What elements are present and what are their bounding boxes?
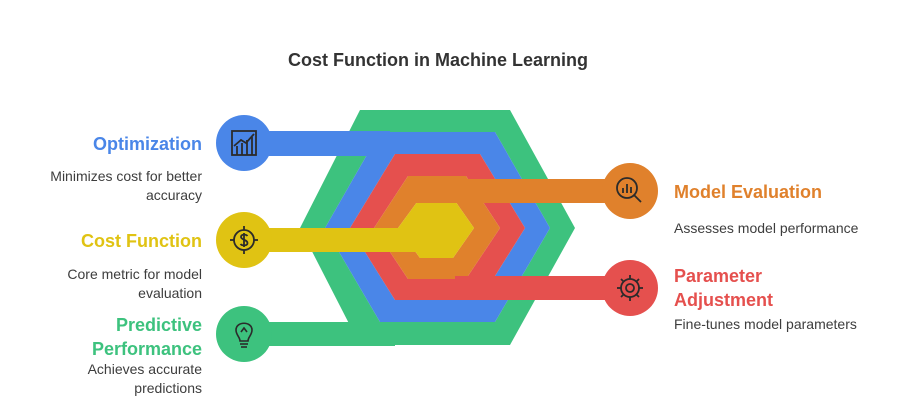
lightbulb-icon [235,322,253,348]
predictive-performance-connector [244,322,395,346]
optimization-heading: Optimization [93,134,202,154]
cost-function-heading: Cost Function [81,231,202,251]
model-evaluation-connector [410,179,630,203]
model-evaluation-heading: Model Evaluation [674,182,823,202]
predictive-performance-circle [216,306,272,362]
cost-function-description: Core metric for model evaluation [67,266,202,301]
cost-function-connector [244,228,430,252]
predictive-performance-heading: Predictive Performance [91,315,202,359]
diagram-title: Cost Function in Machine Learning [287,50,588,70]
parameter-adjustment-heading: Parameter Adjustment [674,266,773,310]
parameter-adjustment-description: Fine-tunes model parameters [674,316,857,332]
parameter-adjustment-circle [602,260,658,316]
predictive-performance-description: Achieves accurate predictions [87,361,202,396]
growth-chart-icon [231,130,257,156]
optimization-connector [244,131,390,156]
gear-icon [617,275,643,301]
model-evaluation-circle [602,163,658,219]
magnifier-chart-icon [616,177,642,203]
model-evaluation-description: Assesses model performance [674,220,859,236]
parameter-adjustment-connector [455,276,630,300]
optimization-circle [216,115,272,171]
dollar-target-icon [230,226,258,254]
optimization-description: Minimizes cost for better accuracy [50,168,202,203]
